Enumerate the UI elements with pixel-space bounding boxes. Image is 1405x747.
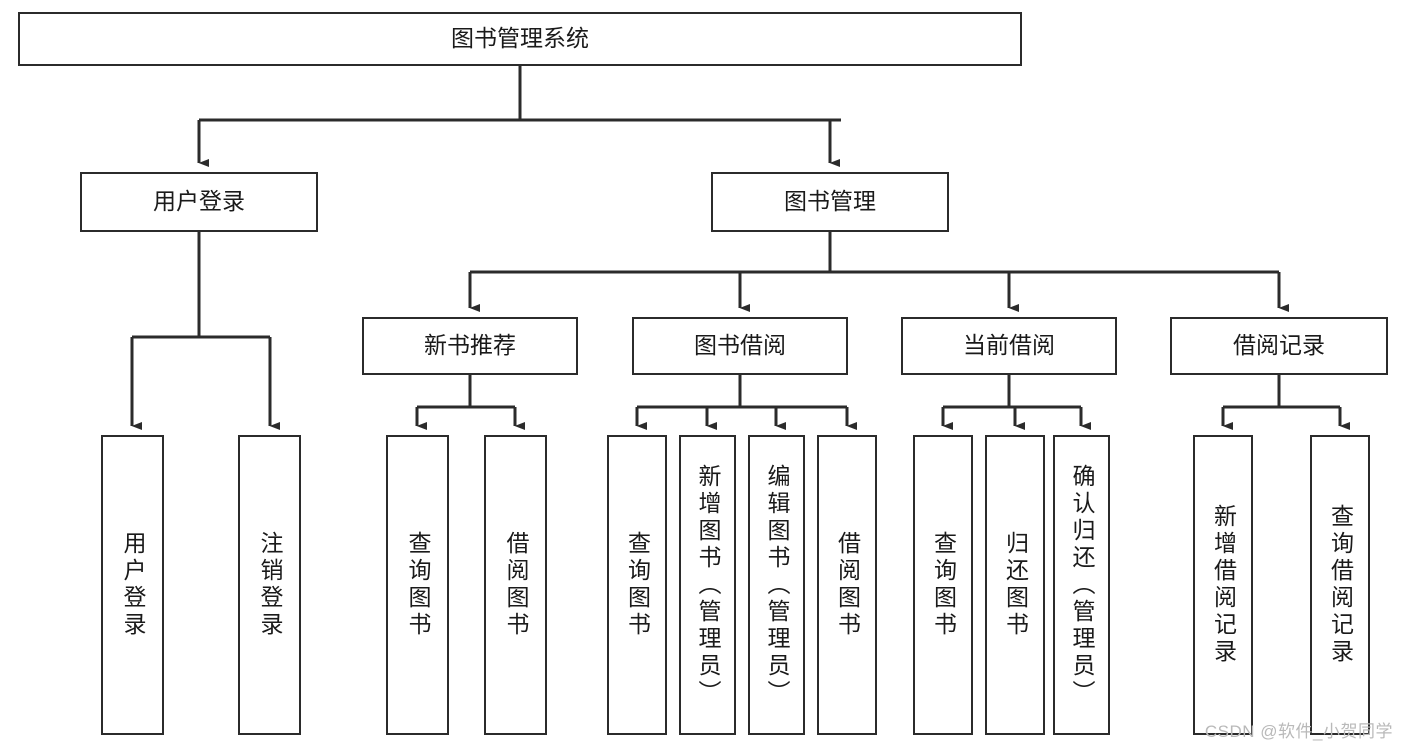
node-leaf-query-borrow-record[interactable]: 查询借阅记录	[1310, 435, 1370, 735]
node-label: 借阅图书	[503, 531, 529, 639]
node-label: 新增借阅记录	[1210, 504, 1237, 666]
node-label: 归还图书	[1002, 531, 1029, 639]
node-leaf-borrow-book[interactable]: 借阅图书	[817, 435, 877, 735]
node-label: 新增图书（管理员）	[695, 463, 721, 707]
node-label: 查询借阅记录	[1327, 504, 1354, 666]
node-leaf-user-login[interactable]: 用户登录	[101, 435, 164, 735]
node-user-login[interactable]: 用户登录	[80, 172, 318, 232]
node-label: 图书借阅	[694, 332, 786, 359]
node-current-borrow[interactable]: 当前借阅	[901, 317, 1117, 375]
node-borrow-records[interactable]: 借阅记录	[1170, 317, 1388, 375]
node-label: 新书推荐	[424, 332, 516, 359]
node-book-management[interactable]: 图书管理	[711, 172, 949, 232]
node-leaf-borrow-book-new[interactable]: 借阅图书	[484, 435, 547, 735]
node-leaf-return-book[interactable]: 归还图书	[985, 435, 1045, 735]
node-new-book-recommend[interactable]: 新书推荐	[362, 317, 578, 375]
node-label: 用户登录	[153, 188, 245, 215]
node-leaf-add-book-admin[interactable]: 新增图书（管理员）	[679, 435, 736, 735]
node-label: 查询图书	[624, 531, 651, 639]
node-leaf-confirm-return-admin[interactable]: 确认归还（管理员）	[1053, 435, 1110, 735]
node-leaf-edit-book-admin[interactable]: 编辑图书（管理员）	[748, 435, 805, 735]
node-leaf-add-borrow-record[interactable]: 新增借阅记录	[1193, 435, 1253, 735]
node-label: 注销登录	[257, 531, 283, 639]
node-label: 确认归还（管理员）	[1069, 463, 1095, 707]
node-label: 图书管理	[784, 188, 876, 215]
node-leaf-logout[interactable]: 注销登录	[238, 435, 301, 735]
node-label: 查询图书	[930, 531, 957, 639]
csdn-watermark: CSDN @软件_小贺同学	[1204, 722, 1393, 741]
node-label: 编辑图书（管理员）	[764, 463, 790, 707]
node-label: 借阅图书	[834, 531, 861, 639]
node-label: 查询图书	[405, 531, 431, 639]
node-book-borrow[interactable]: 图书借阅	[632, 317, 848, 375]
node-label: 图书管理系统	[451, 25, 589, 52]
node-label: 用户登录	[120, 531, 146, 639]
node-label: 当前借阅	[963, 332, 1055, 359]
node-leaf-query-book-borrow[interactable]: 查询图书	[607, 435, 667, 735]
node-leaf-query-book-new[interactable]: 查询图书	[386, 435, 449, 735]
node-leaf-query-book-current[interactable]: 查询图书	[913, 435, 973, 735]
node-label: 借阅记录	[1233, 332, 1325, 359]
node-root-system[interactable]: 图书管理系统	[18, 12, 1022, 66]
